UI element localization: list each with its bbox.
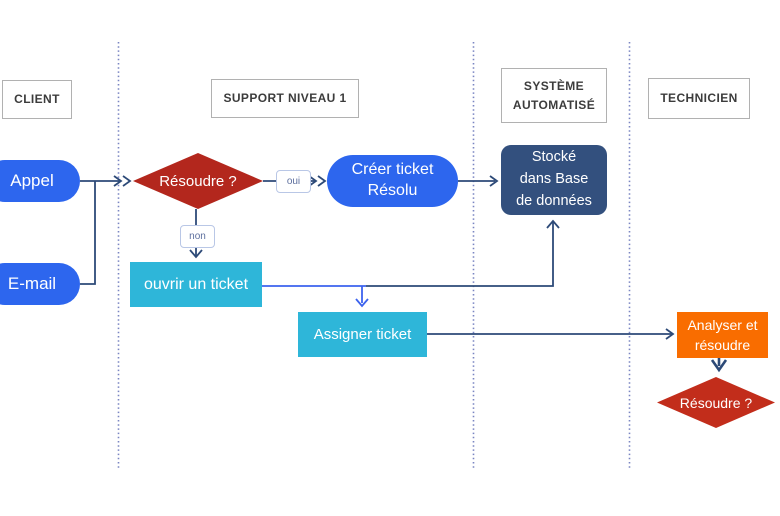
node-ouvrir-un-ticket[interactable]: ouvrir un ticket bbox=[130, 262, 262, 307]
node-email[interactable]: E-mail bbox=[0, 263, 80, 305]
node-label-line: Résolu bbox=[367, 182, 418, 199]
edge-branch-to-stocke bbox=[366, 219, 560, 287]
lane-header-label: SYSTÈME AUTOMATISÉ bbox=[512, 78, 596, 112]
node-decision-resoudre-2[interactable]: Résoudre ? bbox=[657, 377, 775, 428]
node-label: Appel bbox=[10, 171, 54, 190]
edge-email-to-decision1 bbox=[80, 181, 96, 285]
node-label-line: de données bbox=[516, 192, 592, 209]
edge-label-non: non bbox=[180, 225, 215, 248]
node-label-line: Créer ticket bbox=[351, 161, 434, 179]
lane-header-technicien: TECHNICIEN bbox=[648, 78, 750, 119]
node-assigner-ticket[interactable]: Assigner ticket bbox=[298, 312, 427, 357]
node-stocke-base-de-donnees[interactable]: Stocké dans Base de données bbox=[501, 145, 607, 215]
edge-label-oui: oui bbox=[276, 170, 311, 193]
node-label: Résoudre ? bbox=[159, 172, 237, 190]
lane-header-label: TECHNICIEN bbox=[660, 91, 738, 106]
node-label: Résoudre ? bbox=[679, 394, 753, 411]
node-decision-resoudre-1[interactable]: Résoudre ? bbox=[133, 153, 263, 209]
lane-header-label: SUPPORT NIVEAU 1 bbox=[223, 91, 347, 106]
node-creer-ticket-resolu[interactable]: Créer ticket Résolu bbox=[327, 155, 458, 207]
lane-header-client: CLIENT bbox=[2, 80, 72, 119]
lane-header-support-niveau-1: SUPPORT NIVEAU 1 bbox=[211, 79, 359, 118]
node-label-line: Analyser et bbox=[687, 316, 758, 333]
edge-label-text: non bbox=[189, 231, 206, 242]
edge-label-text: oui bbox=[286, 176, 301, 187]
node-label: E-mail bbox=[7, 274, 57, 293]
edge-creer-to-stocke bbox=[458, 175, 499, 187]
node-appel[interactable]: Appel bbox=[0, 160, 80, 202]
edge-appel-to-decision1 bbox=[80, 175, 132, 187]
edge-ouvrir-branch bbox=[262, 285, 369, 308]
node-analyser-et-resoudre[interactable]: Analyser et résoudre bbox=[677, 312, 768, 358]
node-label-line: dans Base bbox=[519, 171, 589, 188]
lane-header-label: CLIENT bbox=[14, 92, 60, 107]
edge-analyser-to-decision2 bbox=[710, 358, 728, 373]
node-label: Assigner ticket bbox=[313, 326, 412, 343]
node-label-line: résoudre bbox=[694, 337, 751, 353]
lane-header-systeme-automatise: SYSTÈME AUTOMATISÉ bbox=[501, 68, 607, 123]
node-label-line: Stocké bbox=[531, 149, 577, 166]
edge-assigner-to-analyser bbox=[427, 328, 675, 340]
node-label: ouvrir un ticket bbox=[143, 275, 249, 293]
